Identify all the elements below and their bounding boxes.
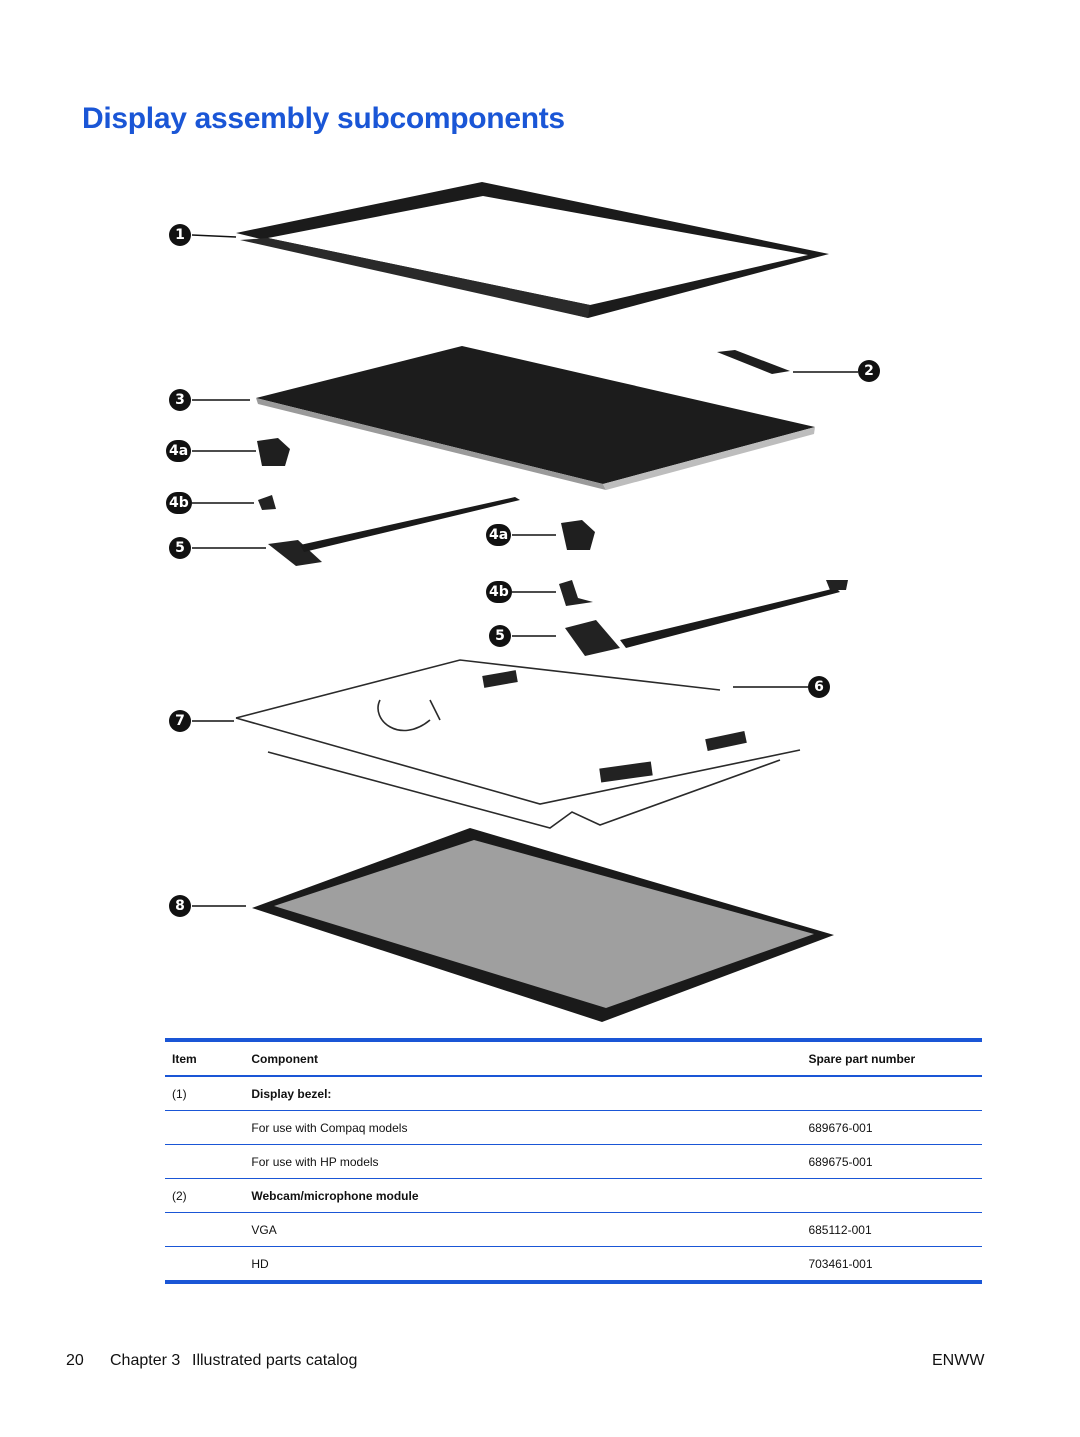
callout-badge: 3 xyxy=(169,389,191,411)
cable-connector-1 xyxy=(482,670,518,688)
display-panel-part xyxy=(256,346,815,490)
display-back-cover-part xyxy=(252,828,834,1022)
cell-component: For use with Compaq models xyxy=(251,1120,408,1135)
cell-component: VGA xyxy=(251,1222,277,1237)
header-item: Item xyxy=(172,1051,197,1066)
cell-spare: 689676-001 xyxy=(808,1120,873,1135)
callout-6: 6 xyxy=(808,676,830,698)
table-row: (1) Display bezel: xyxy=(165,1076,982,1111)
hinge-bracket-right-part xyxy=(559,580,593,606)
cell-component: HD xyxy=(251,1256,269,1271)
cell-spare xyxy=(808,1076,982,1111)
cell-spare: 689675-001 xyxy=(808,1154,873,1169)
callout-2: 2 xyxy=(858,360,880,382)
callout-badge: 4a xyxy=(486,524,512,546)
cell-item: (1) xyxy=(172,1086,187,1101)
cell-component: For use with HP models xyxy=(251,1154,379,1169)
page-title: Display assembly subcomponents xyxy=(82,102,565,135)
hinge-cover-right-part xyxy=(561,520,595,550)
cable-connector-2 xyxy=(705,730,747,752)
callout-4b-left: 4b xyxy=(166,492,192,514)
section-title: Illustrated parts catalog xyxy=(192,1352,358,1369)
cell-item xyxy=(165,1213,251,1247)
cell-item xyxy=(165,1111,251,1145)
hinge-right-part xyxy=(565,580,848,656)
hinge-cover-left-part xyxy=(257,438,290,466)
cell-item xyxy=(165,1247,251,1283)
table-header-row: Item Component Spare part number xyxy=(165,1040,982,1076)
callout-leader-lines xyxy=(191,234,858,907)
callout-badge: 8 xyxy=(169,895,191,917)
cell-spare: 703461-001 xyxy=(808,1256,873,1271)
callout-badge: 2 xyxy=(858,360,880,382)
table-row: (2) Webcam/microphone module xyxy=(165,1179,982,1213)
cell-item: (2) xyxy=(172,1188,187,1203)
page-number: 20 xyxy=(66,1352,84,1369)
callout-badge: 7 xyxy=(169,710,191,732)
callout-3: 3 xyxy=(169,389,191,411)
cable-connector-3 xyxy=(599,761,653,783)
callout-4b-right: 4b xyxy=(486,581,512,603)
callout-4a-left: 4a xyxy=(166,440,192,462)
table-row: HD 703461-001 xyxy=(165,1247,982,1283)
antenna-cable-part xyxy=(235,659,801,829)
callout-5-left: 5 xyxy=(169,537,191,559)
hinge-left-part xyxy=(268,497,520,566)
exploded-view-illustration xyxy=(191,182,858,1022)
callout-badge: 4b xyxy=(486,581,512,603)
callout-badge: 1 xyxy=(169,224,191,246)
table-row: For use with HP models 689675-001 xyxy=(165,1145,982,1179)
callout-5-right: 5 xyxy=(489,625,511,647)
cell-component: Display bezel: xyxy=(251,1086,332,1101)
webcam-module-part xyxy=(717,350,790,374)
callout-1: 1 xyxy=(169,224,191,246)
cell-component: Webcam/microphone module xyxy=(251,1188,419,1203)
chapter-label: Chapter 3 xyxy=(110,1352,181,1369)
callout-8: 8 xyxy=(169,895,191,917)
table-row: VGA 685112-001 xyxy=(165,1213,982,1247)
cell-spare: 685112-001 xyxy=(808,1222,872,1237)
callout-7: 7 xyxy=(169,710,191,732)
spare-parts-table: Item Component Spare part number (1) Dis… xyxy=(165,1038,982,1284)
cell-spare xyxy=(808,1179,982,1213)
callout-badge: 4b xyxy=(166,492,192,514)
callout-badge: 4a xyxy=(166,440,192,462)
callout-badge: 5 xyxy=(169,537,191,559)
table-row: For use with Compaq models 689676-001 xyxy=(165,1111,982,1145)
hinge-bracket-left-part xyxy=(258,495,276,510)
header-component: Component xyxy=(251,1051,319,1066)
callout-4a-right: 4a xyxy=(486,524,512,546)
locale-code: ENWW xyxy=(932,1352,985,1369)
callout-badge: 6 xyxy=(808,676,830,698)
callout-badge: 5 xyxy=(489,625,511,647)
cell-item xyxy=(165,1145,251,1179)
header-spare-part-number: Spare part number xyxy=(808,1051,916,1066)
display-bezel-part xyxy=(236,182,829,318)
